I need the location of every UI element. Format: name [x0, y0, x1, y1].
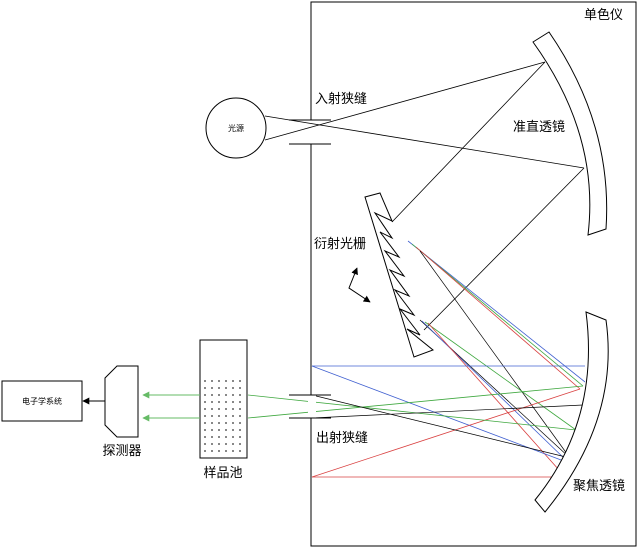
- sample-cell-dots: [204, 380, 241, 452]
- monochromator-label: 单色仪: [584, 7, 623, 23]
- diffraction-grating: [364, 192, 434, 358]
- exit-slit-gap: [308, 395, 316, 418]
- dispersed-ray-green: [411, 243, 584, 387]
- focused-ray-blue-a: [311, 365, 570, 464]
- collimating-lens-label: 准直透镜: [513, 120, 565, 135]
- collimating-lens: [532, 31, 608, 236]
- sample-cell: [199, 339, 248, 459]
- entrance-slit-label: 入射狭缝: [315, 91, 367, 107]
- focused-ray-green-b: [247, 385, 584, 419]
- focusing-lens: [534, 311, 609, 513]
- collimated-ray-bottom: [423, 167, 585, 331]
- monochromator-box: [310, 1, 637, 547]
- dispersed-ray-black-1: [419, 250, 571, 459]
- dispersed-ray-blue: [407, 240, 586, 383]
- focused-ray-black-b: [311, 404, 584, 419]
- dispersed-ray-red: [415, 246, 581, 390]
- focused-ray-black-a: [311, 394, 571, 459]
- dispersed-ray-green-2: [424, 321, 577, 431]
- light-source-label: 光源: [228, 123, 244, 133]
- focused-ray-red-a: [311, 388, 581, 478]
- electronics-system: [1, 380, 83, 422]
- detector-label: 探测器: [102, 444, 141, 459]
- focused-ray-green-a: [247, 394, 577, 431]
- collimated-ray-top: [391, 61, 546, 223]
- detector: [104, 365, 139, 438]
- light-source: [205, 97, 267, 159]
- electronics-system-label: 电子学系统: [22, 396, 62, 406]
- diffraction-grating-label: 衍射光栅: [314, 236, 366, 252]
- source-ray-upper: [264, 115, 585, 169]
- entrance-slit-gap: [308, 120, 316, 144]
- dispersed-ray-red-2: [427, 322, 560, 471]
- source-ray-lower: [264, 61, 546, 141]
- exit-slit-label: 出射狭缝: [316, 430, 368, 446]
- grating-rotation-arrow: [348, 267, 371, 303]
- sample-cell-label: 样品池: [203, 466, 242, 481]
- focusing-lens-label: 聚焦透镜: [573, 479, 625, 494]
- dispersed-ray-blue-2: [421, 320, 570, 464]
